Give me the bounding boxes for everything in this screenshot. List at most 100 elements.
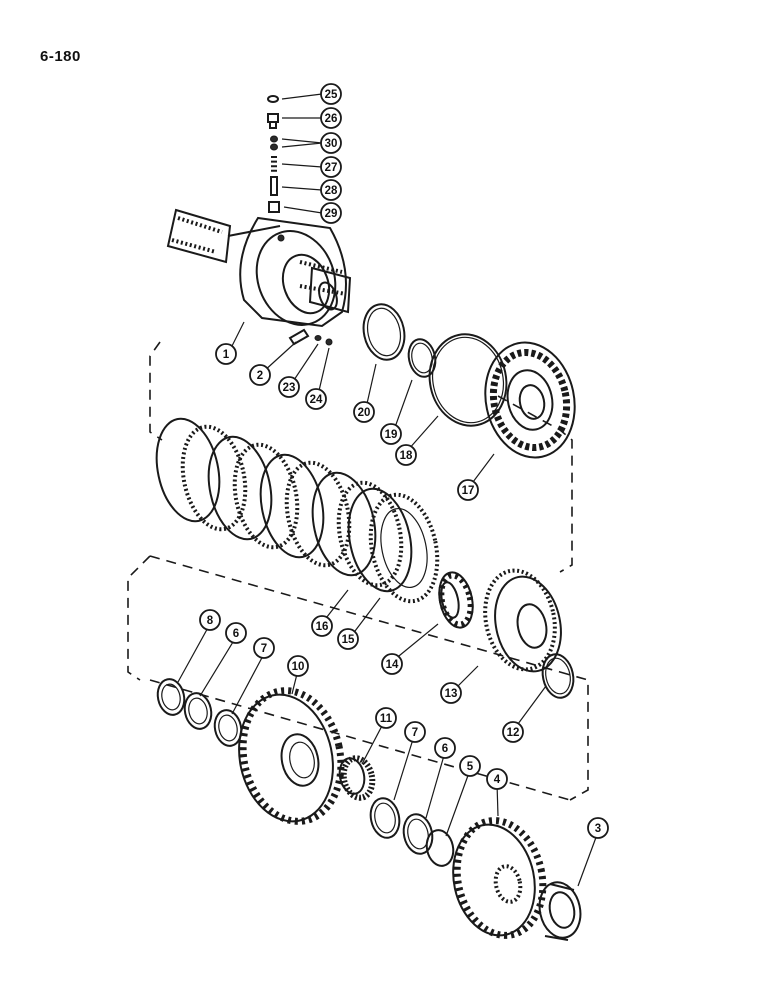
callouts: 25 26 30 27 28 29 1 2 23 24 20 19 18 17 …: [199, 83, 609, 839]
svg-text:1: 1: [223, 349, 230, 361]
callout-14: 14: [381, 653, 403, 675]
callout-29: 29: [320, 202, 342, 224]
callout-28: 28: [320, 179, 342, 201]
svg-text:3: 3: [595, 823, 601, 835]
part-20-ring: [362, 303, 406, 361]
svg-text:26: 26: [325, 113, 338, 125]
callout-11: 11: [375, 707, 397, 729]
svg-text:28: 28: [325, 185, 338, 197]
callout-30: 30: [320, 132, 342, 154]
svg-text:2: 2: [257, 370, 263, 382]
part-28-pin: [270, 176, 278, 196]
callout-1: 1: [215, 343, 237, 365]
svg-text:15: 15: [342, 634, 355, 646]
page-number: 6-180: [40, 48, 81, 65]
part-24-ball: [325, 338, 333, 346]
svg-text:27: 27: [325, 162, 338, 174]
clutch-pack: [155, 417, 440, 604]
callout-19: 19: [380, 423, 402, 445]
callout-23: 23: [278, 376, 300, 398]
svg-text:30: 30: [325, 138, 338, 150]
svg-text:6: 6: [442, 743, 448, 755]
callout-7a: 7: [253, 637, 275, 659]
svg-text:6: 6: [233, 628, 239, 640]
part-18-ring: [428, 333, 508, 427]
hardware-stack: [267, 95, 280, 213]
part-3-bearing: [538, 881, 582, 941]
part-25-washer: [267, 95, 279, 103]
part-16-plate: [347, 487, 413, 593]
part-6b-washer-inner: [407, 818, 429, 850]
callout-3: 3: [587, 817, 609, 839]
part-30-ball-upper: [270, 135, 278, 143]
part-7-washer: [213, 709, 243, 747]
part-26-plug: [267, 113, 279, 129]
svg-text:29: 29: [325, 208, 338, 220]
callout-18: 18: [395, 444, 417, 466]
part-19-ring-inner: [411, 342, 433, 374]
callout-25: 25: [320, 83, 342, 105]
svg-text:8: 8: [207, 615, 214, 627]
part-12-ring-inner: [545, 657, 571, 695]
callout-5: 5: [459, 755, 481, 777]
svg-text:7: 7: [261, 643, 267, 655]
part-1-output-shaft: [166, 208, 352, 328]
part-7b-washer: [369, 797, 401, 839]
callout-6b: 6: [434, 737, 456, 759]
callout-24: 24: [305, 388, 327, 410]
part-14-hub: [438, 571, 474, 629]
svg-text:13: 13: [445, 688, 458, 700]
part-5-ring: [425, 829, 455, 867]
part-6-washer: [183, 692, 213, 730]
part-7b-washer-inner: [374, 802, 396, 834]
callout-8: 8: [199, 609, 221, 631]
svg-text:19: 19: [385, 429, 398, 441]
part-8-washer-inner: [161, 683, 181, 711]
callout-17: 17: [457, 479, 479, 501]
svg-text:17: 17: [462, 485, 475, 497]
svg-text:12: 12: [507, 727, 520, 739]
callout-10: 10: [287, 655, 309, 677]
group-outline-lower: [127, 555, 589, 801]
part-8-washer: [156, 678, 186, 716]
callout-6a: 6: [225, 622, 247, 644]
callout-12: 12: [502, 721, 524, 743]
part-13-drum: [483, 568, 562, 673]
svg-text:4: 4: [494, 774, 501, 786]
callout-16: 16: [311, 615, 333, 637]
part-10-gear: [238, 687, 345, 825]
group-outline-upper: [149, 341, 573, 573]
callout-7b: 7: [404, 721, 426, 743]
svg-text:24: 24: [310, 394, 323, 406]
part-6b-washer: [402, 813, 434, 855]
svg-text:16: 16: [316, 621, 329, 633]
callout-20: 20: [353, 401, 375, 423]
part-30-ball-lower: [270, 143, 278, 151]
svg-text:11: 11: [380, 713, 393, 725]
svg-text:7: 7: [412, 727, 418, 739]
part-4-gear: [452, 817, 547, 939]
svg-text:20: 20: [358, 407, 371, 419]
part-18-ring-inner: [432, 336, 504, 424]
callout-4: 4: [486, 768, 508, 790]
part-15-disc: [368, 492, 440, 604]
part-7-washer-inner: [218, 714, 238, 742]
callout-13: 13: [440, 682, 462, 704]
svg-text:25: 25: [325, 89, 338, 101]
part-12-ring: [541, 653, 575, 699]
part-29-sleeve: [268, 201, 280, 213]
part-6-washer-inner: [188, 697, 208, 725]
svg-text:10: 10: [292, 661, 305, 673]
callout-2: 2: [249, 364, 271, 386]
svg-text:23: 23: [283, 382, 296, 394]
part-17-piston: [484, 341, 576, 459]
svg-text:18: 18: [400, 450, 413, 462]
part-23-spring: [314, 335, 322, 341]
part-2-pin: [288, 328, 310, 346]
callout-15: 15: [337, 628, 359, 650]
svg-text:14: 14: [386, 659, 399, 671]
part-20-ring-inner: [366, 307, 402, 357]
svg-text:5: 5: [467, 761, 474, 773]
callout-27: 27: [320, 156, 342, 178]
